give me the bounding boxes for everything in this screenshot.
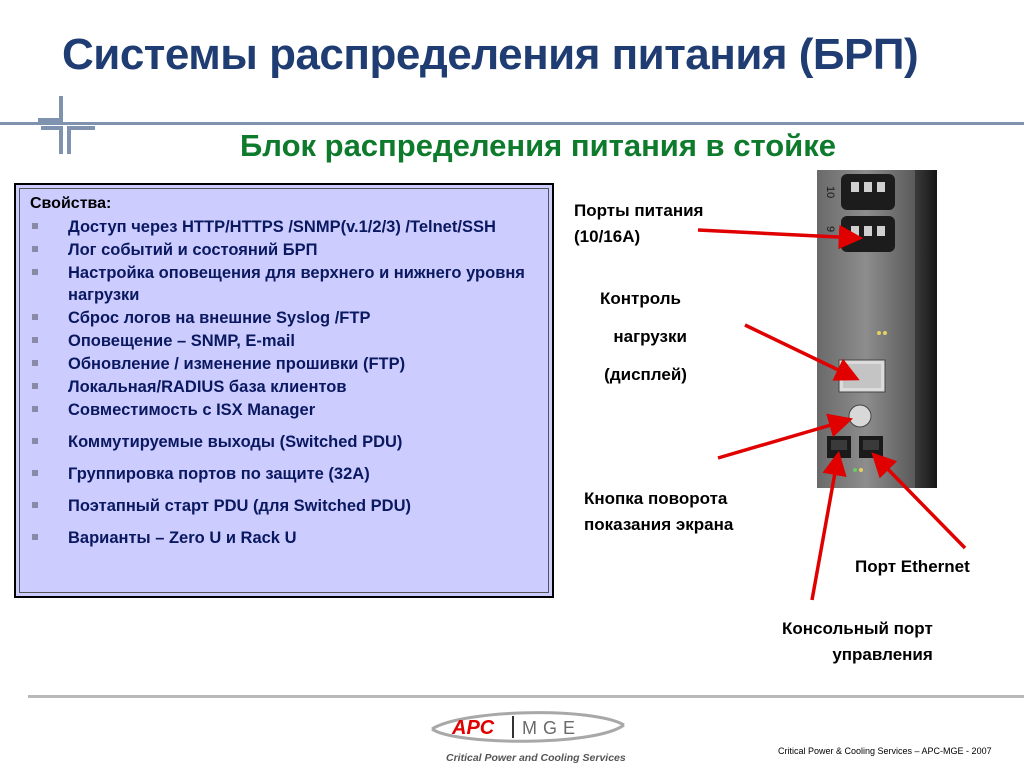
- list-item: Совместимость с ISX Manager: [30, 399, 538, 421]
- title-divider: [0, 122, 1024, 125]
- label-power-ports: Порты питания (10/16A): [574, 201, 704, 246]
- outlet-number-10: 10: [824, 186, 836, 198]
- bullet-icon: [32, 470, 38, 476]
- label-ethernet-port: Порт Ethernet: [855, 557, 970, 576]
- outlet-icon: [841, 216, 895, 252]
- list-item: Группировка портов по защите (32A): [30, 463, 538, 485]
- logo-apc: APC: [451, 717, 495, 739]
- bullet-icon: [32, 534, 38, 540]
- bullet-icon: [32, 269, 38, 275]
- bullet-icon: [32, 246, 38, 252]
- bullet-icon: [32, 406, 38, 412]
- list-item: Обновление / изменение прошивки (FTP): [30, 353, 538, 375]
- bullet-icon: [32, 223, 38, 229]
- list-item: Локальная/RADIUS база клиентов: [30, 376, 538, 398]
- list-item: Лог событий и состояний БРП: [30, 239, 538, 261]
- logo-mge: MGE: [522, 718, 581, 738]
- cross-logo-icon: [38, 96, 95, 154]
- bullet-icon: [32, 360, 38, 366]
- bullet-icon: [32, 502, 38, 508]
- outlet-number-9: 9: [824, 226, 836, 232]
- footer-text: Critical Power & Cooling Services – APC-…: [778, 746, 992, 756]
- slide-title: Системы распределения питания (БРП): [62, 30, 919, 79]
- label-console-port: Консольный порт управления: [782, 619, 933, 664]
- logo-tagline: Critical Power and Cooling Services: [446, 752, 626, 764]
- outlet-icon: [841, 174, 895, 210]
- label-load-control: Контроль нагрузки (дисплей): [600, 289, 687, 384]
- list-item: Коммутируемые выходы (Switched PDU): [30, 431, 538, 453]
- footer-divider: [28, 695, 1024, 698]
- label-rotate-button: Кнопка поворота показания экрана: [584, 489, 734, 534]
- list-item: Поэтапный старт PDU (для Switched PDU): [30, 495, 538, 517]
- bullet-icon: [32, 314, 38, 320]
- bullet-icon: [32, 337, 38, 343]
- list-item: Доступ через HTTP/HTTPS /SNMP(v.1/2/3) /…: [30, 216, 538, 238]
- rotate-button-icon: [848, 404, 872, 428]
- properties-heading: Свойства:: [30, 195, 112, 212]
- list-item: Оповещение – SNMP, E-mail: [30, 330, 538, 352]
- pdu-device-image: 10 9: [817, 170, 937, 488]
- properties-box: Свойства: Доступ через HTTP/HTTPS /SNMP(…: [14, 183, 554, 598]
- list-item: Сброс логов на внешние Syslog /FTP: [30, 307, 538, 329]
- bullet-icon: [32, 383, 38, 389]
- apc-mge-logo: APC MGE Critical Power and Cooling Servi…: [431, 711, 626, 764]
- list-item: Настройка оповещения для верхнего и нижн…: [30, 262, 538, 306]
- list-item: Варианты – Zero U и Rack U: [30, 527, 538, 549]
- bullet-icon: [32, 438, 38, 444]
- slide-subtitle: Блок распределения питания в стойке: [240, 128, 836, 163]
- properties-list: Доступ через HTTP/HTTPS /SNMP(v.1/2/3) /…: [30, 216, 538, 549]
